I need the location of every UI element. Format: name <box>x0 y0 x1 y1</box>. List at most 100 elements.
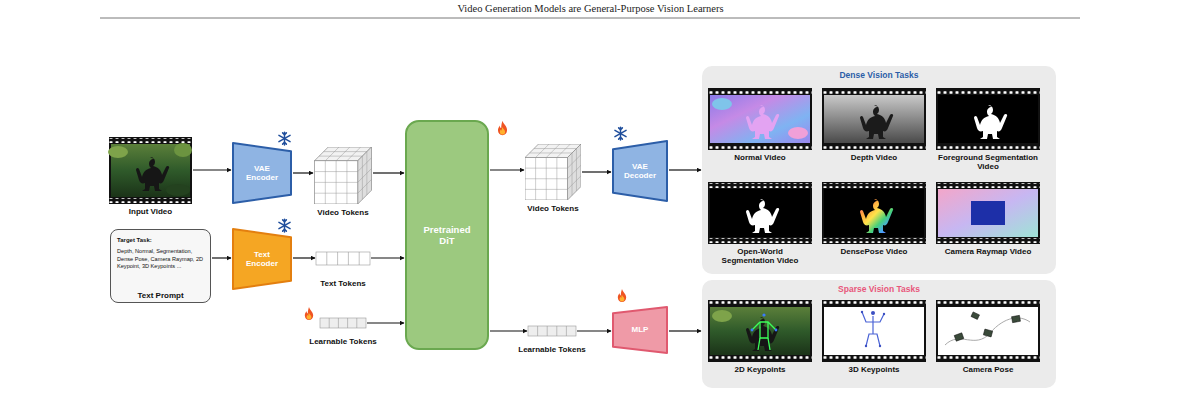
film-strip <box>710 189 810 237</box>
prompt-heading: Target Task: <box>117 236 204 244</box>
token-strip <box>347 318 348 328</box>
film-strip <box>708 238 812 243</box>
flow-arrow <box>293 172 313 173</box>
trainable-icon <box>498 121 507 135</box>
film-strip <box>954 312 1020 341</box>
panel-ground <box>702 66 1056 388</box>
film-strip <box>708 300 812 362</box>
film-strip <box>746 105 779 139</box>
process-box: VAE Decoder <box>612 140 668 202</box>
flow-arrow <box>367 322 404 323</box>
flow-arrow <box>293 257 315 258</box>
media-node: Input Video <box>109 137 192 204</box>
input-film <box>166 184 190 196</box>
token-strip <box>329 318 330 328</box>
film-strip <box>983 329 992 337</box>
task-panel: Dense Vision TasksNormal VideoDepth Vide… <box>702 66 1056 274</box>
media-node: Normal Video <box>708 88 812 150</box>
film-strip <box>936 238 1040 243</box>
trapezoid-outline <box>613 307 667 353</box>
film-strip <box>879 345 881 347</box>
film-strip <box>768 338 770 350</box>
film-strip <box>936 183 1040 188</box>
film-strip <box>822 88 926 150</box>
input-film <box>108 137 192 204</box>
media-node: Open-World Segmentation Video <box>708 182 812 244</box>
film-strip <box>751 313 778 331</box>
flow-arrow <box>371 257 404 258</box>
media-node: 2D Keypoints <box>708 300 812 362</box>
film-strip <box>712 310 732 322</box>
film-strip <box>866 334 880 346</box>
film-strip <box>752 322 776 350</box>
film-strip <box>822 238 926 243</box>
media-node: Depth Video <box>822 88 926 150</box>
caption: Video Tokens <box>317 208 368 217</box>
token-strip <box>528 326 576 336</box>
film-strip <box>822 301 926 306</box>
film-strip <box>708 89 812 94</box>
caption: DensePose Video <box>841 247 908 256</box>
trainable-icon <box>305 307 313 320</box>
flow-arrow <box>577 330 611 331</box>
panel-title: Sparse Vision Tasks <box>702 284 1056 294</box>
film-strip <box>936 356 1040 361</box>
film-strip <box>861 311 863 313</box>
film-strip <box>938 95 1038 143</box>
input-film <box>109 138 192 143</box>
prompt-body: Depth, Normal, Segmentation, Dense Pose,… <box>117 248 204 271</box>
frozen-icon <box>615 127 626 140</box>
caption: Foreground Segmentation Video <box>938 153 1038 171</box>
token-strip <box>316 252 370 265</box>
film-strip <box>971 201 1005 225</box>
film-strip <box>862 312 884 322</box>
module-label: Text Encoder <box>241 250 283 268</box>
frozen-icon <box>279 219 290 232</box>
input-film <box>109 198 192 203</box>
token-strip <box>359 252 360 265</box>
media-node: Video Tokens <box>525 144 581 200</box>
token-strip <box>566 326 567 336</box>
caption: Text Prompt <box>137 291 183 300</box>
header-rule <box>100 18 1080 19</box>
caption: 3D Keypoints <box>848 365 899 374</box>
film-strip <box>1012 315 1021 322</box>
film-strip <box>971 312 979 319</box>
film-strip <box>822 89 926 94</box>
film-strip <box>824 95 924 143</box>
film-strip <box>824 307 924 355</box>
film-strip <box>883 313 885 315</box>
film-strip <box>775 329 778 332</box>
caption: 2D Keypoints <box>734 365 785 374</box>
film-strip <box>862 312 884 346</box>
module-label: VAE Encoder <box>241 164 283 182</box>
media-node: Text Tokens <box>316 252 370 265</box>
film-strip <box>872 316 873 334</box>
film-strip <box>954 333 964 341</box>
media-node: Camera Raymap Video <box>936 182 1040 244</box>
film-strip <box>861 311 885 347</box>
caption: Input Video <box>129 207 172 216</box>
flow-arrow <box>490 169 524 170</box>
film-strip <box>871 311 875 315</box>
film-strip <box>822 300 926 362</box>
flow-arrow <box>490 330 527 331</box>
film-strip <box>708 144 812 149</box>
film-strip <box>938 189 1038 237</box>
film-strip <box>936 301 1040 306</box>
media-node: Foreground Segmentation Video <box>936 88 1040 150</box>
film-strip <box>708 183 812 188</box>
process-box: Pretrained DiT <box>405 120 489 350</box>
film-strip <box>746 199 779 233</box>
film-strip <box>938 307 1038 355</box>
token-strip <box>547 326 548 336</box>
film-strip <box>746 317 779 351</box>
media-node: Learnable Tokens <box>528 326 576 336</box>
panel-ground <box>702 280 1056 388</box>
caption: Camera Pose <box>963 365 1014 374</box>
film-strip <box>708 301 812 306</box>
frozen-icon <box>279 132 290 145</box>
flow-arrow <box>582 171 611 172</box>
token-strip <box>556 326 557 336</box>
